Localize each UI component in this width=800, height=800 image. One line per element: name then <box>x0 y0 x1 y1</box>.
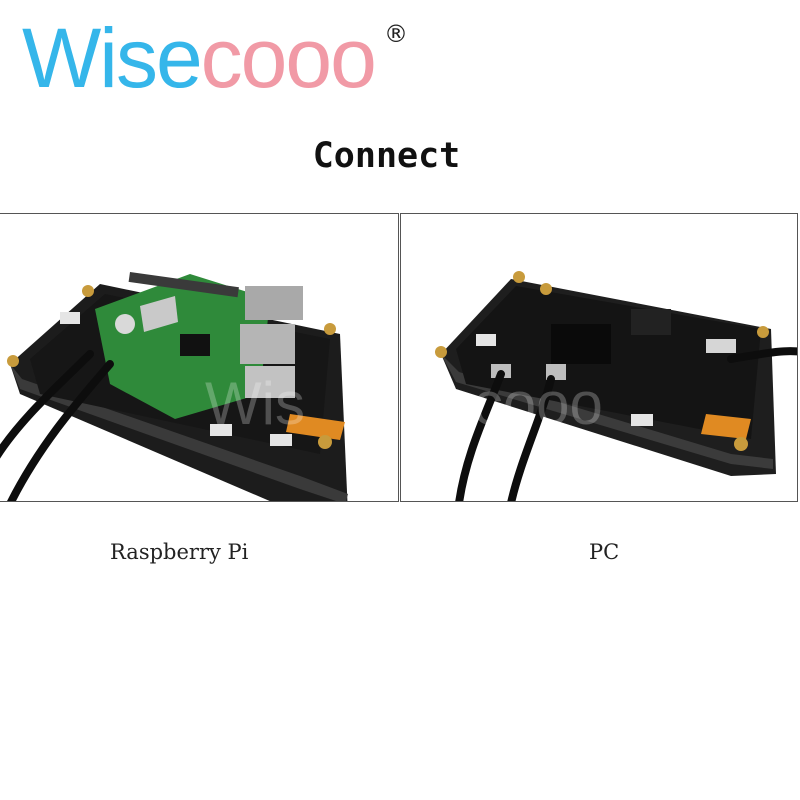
page-title: Connect <box>312 136 461 176</box>
registered-mark: ® <box>384 20 408 48</box>
raspberry-pi-photo: Wis <box>0 272 348 501</box>
logo-text-cooo: cooo <box>200 11 377 105</box>
raspberry-pi-photo-panel: Wis <box>0 213 399 502</box>
svg-text:isecooo: isecooo <box>401 370 603 437</box>
brand-logo: Wisecooo <box>22 8 377 108</box>
pc-caption: PC <box>589 540 620 564</box>
logo-text-wise: Wise <box>22 11 203 105</box>
pc-photo: isecooo <box>401 271 797 501</box>
raspberry-pi-caption: Raspberry Pi <box>110 540 249 564</box>
svg-text:Wis: Wis <box>205 370 305 437</box>
pc-photo-panel: isecooo <box>400 213 798 502</box>
